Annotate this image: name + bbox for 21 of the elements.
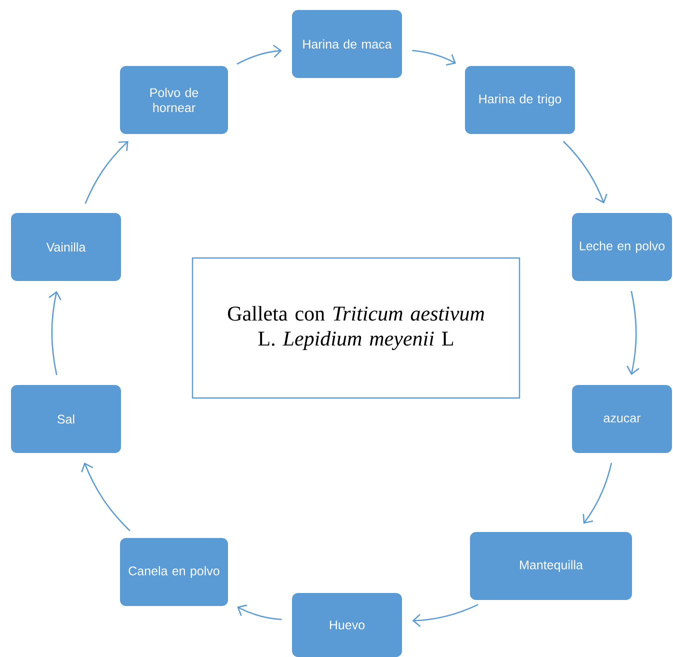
arrow xyxy=(81,462,130,532)
ingredient-box: Canela en polvo xyxy=(120,538,228,606)
arrow xyxy=(562,140,608,204)
arrow xyxy=(237,604,282,620)
arrow xyxy=(582,462,612,524)
arrow xyxy=(84,141,128,204)
ingredient-box: Harina de trigo xyxy=(465,66,575,134)
arrow xyxy=(412,50,456,66)
ingredient-box: Huevo xyxy=(292,593,402,657)
ingredient-box: Sal xyxy=(11,385,121,453)
ingredient-box: Polvo de hornear xyxy=(120,66,228,134)
arrow xyxy=(626,290,640,376)
title-box: Galleta con Triticum aestivum L. Lepidium meyenii L xyxy=(192,257,520,399)
ingredient-box: Mantequilla xyxy=(470,532,632,600)
arrow xyxy=(48,290,62,376)
ingredient-box: Vainilla xyxy=(11,213,121,281)
arrow xyxy=(236,44,282,65)
ingredient-box: Harina de maca xyxy=(292,10,402,78)
arrow xyxy=(412,604,478,627)
ingredient-box: azucar xyxy=(572,385,672,453)
ingredient-box: Leche en polvo xyxy=(572,213,672,281)
